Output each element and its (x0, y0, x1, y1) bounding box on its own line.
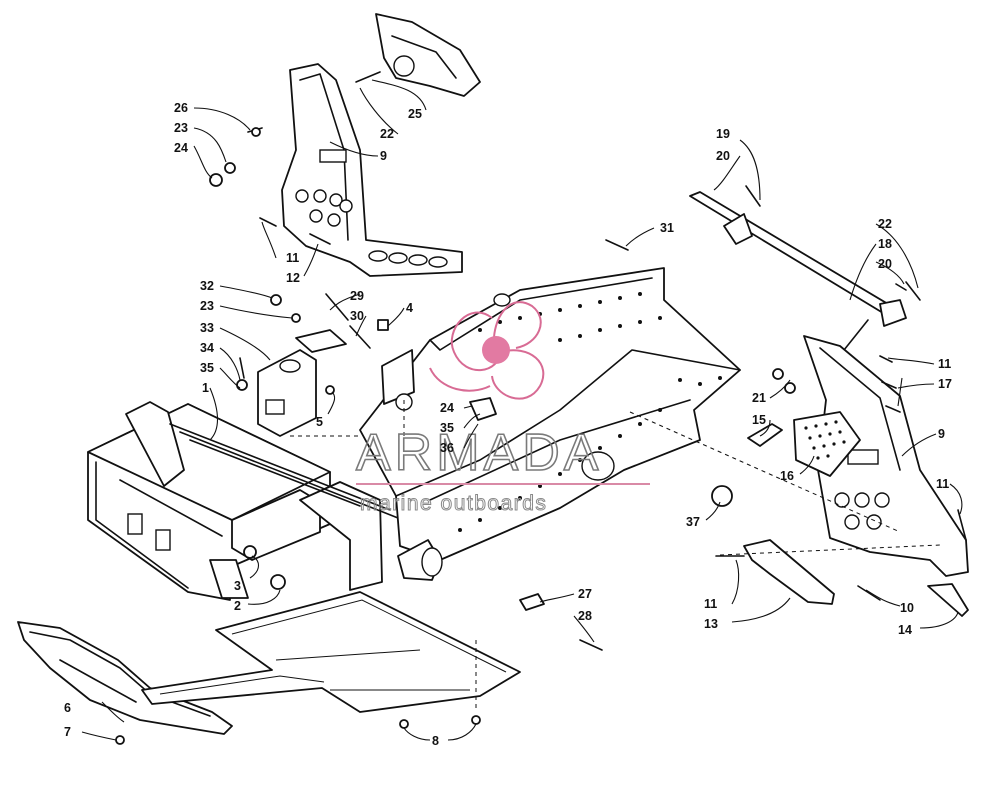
callout-31: 31 (660, 221, 674, 235)
tunnel-frame (359, 267, 741, 581)
callout-28: 28 (578, 609, 592, 623)
callout-11-right-upper: 11 (938, 357, 951, 371)
callout-7: 7 (64, 725, 71, 739)
callout-37: 37 (686, 515, 700, 529)
callout-21: 21 (752, 391, 766, 405)
callout-18: 18 (878, 237, 892, 251)
callout-11-right-lower: 11 (936, 477, 949, 491)
spacer-2 (270, 574, 286, 590)
callout-30: 30 (350, 309, 364, 323)
callout-11-left: 11 (286, 251, 299, 265)
leader-lines (81, 79, 963, 741)
skid-plate (17, 621, 233, 735)
left-footrest (281, 63, 463, 277)
callout-13: 13 (704, 617, 718, 631)
callout-16: 16 (780, 469, 794, 483)
callout-9-right: 9 (938, 427, 945, 441)
callout-23-upper: 23 (174, 121, 188, 135)
callout-33: 33 (200, 321, 214, 335)
callout-35-right: 35 (440, 421, 454, 435)
callout-36: 36 (440, 441, 454, 455)
floor-panel (141, 591, 521, 713)
callout-2: 2 (234, 599, 241, 613)
callout-29: 29 (350, 289, 364, 303)
callout-6: 6 (64, 701, 71, 715)
heel-guard (793, 411, 861, 477)
callout-19: 19 (716, 127, 730, 141)
watermark-brand: ARMADA (356, 424, 602, 482)
callout-24-lower: 24 (440, 401, 454, 415)
bracket-15 (747, 423, 783, 447)
callout-3: 3 (234, 579, 241, 593)
callout-24-upper: 24 (174, 141, 188, 155)
callout-22-right: 22 (878, 217, 892, 231)
callout-17: 17 (938, 377, 952, 391)
callout-11-bottom: 11 (704, 597, 717, 611)
callout-1: 1 (202, 381, 209, 395)
watermark: ARMADA marine outboards (355, 301, 650, 516)
bracket-27 (519, 593, 545, 611)
bracket-13 (743, 539, 835, 605)
plug-37 (711, 485, 733, 507)
fasteners (115, 71, 967, 745)
callout-9-left: 9 (380, 149, 387, 163)
bracket-14 (927, 583, 969, 617)
callout-14: 14 (898, 623, 912, 637)
callout-22-left: 22 (380, 127, 394, 141)
watermark-tagline: marine outboards (360, 492, 547, 515)
alignment-lines (290, 400, 941, 712)
callout-26: 26 (174, 101, 188, 115)
hood-bracket (375, 13, 481, 97)
callout-10: 10 (900, 601, 914, 615)
callout-35-left: 35 (200, 361, 214, 375)
callout-12: 12 (286, 271, 300, 285)
callout-labels: 26 23 24 25 22 9 11 12 32 23 33 34 35 29… (64, 101, 952, 748)
watermark-logo (429, 301, 545, 400)
callout-8: 8 (432, 734, 439, 748)
callout-27: 27 (578, 587, 592, 601)
front-frame-assembly (87, 401, 399, 601)
steering-bracket (257, 329, 347, 437)
right-footrest (803, 335, 969, 577)
steering-support-bar (689, 191, 907, 381)
callout-20-lower: 20 (878, 257, 892, 271)
callout-15: 15 (752, 413, 766, 427)
spacer-3 (243, 545, 257, 559)
callout-5: 5 (316, 415, 323, 429)
callout-34: 34 (200, 341, 214, 355)
callout-25: 25 (408, 107, 422, 121)
callout-20-upper: 20 (716, 149, 730, 163)
callout-32: 32 (200, 279, 214, 293)
callout-4: 4 (406, 301, 413, 315)
clamp-24 (469, 397, 497, 421)
callout-23-lower: 23 (200, 299, 214, 313)
